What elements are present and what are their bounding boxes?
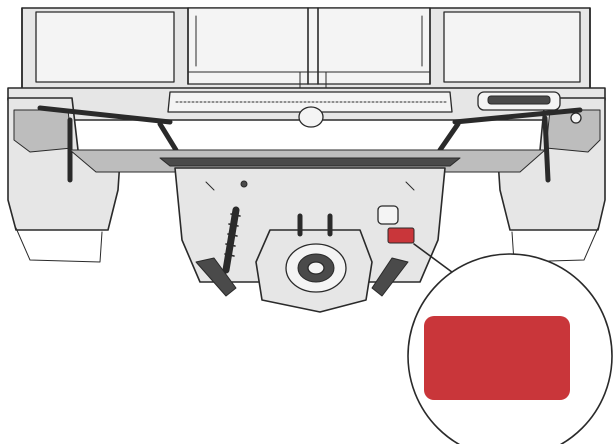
right-arrow-marker [371,257,409,297]
left-arrow-marker [195,257,237,297]
suspension [195,205,409,297]
rear-underbody-panel [174,167,446,283]
highlight-marker-enlarged [424,316,570,400]
vehicle-body [7,7,613,444]
rear-differential [255,213,373,313]
rear-bumper [7,87,606,231]
tailgate [21,7,591,91]
bolt-right [570,112,582,124]
tow-hitch-cap [298,106,324,128]
underbody [15,149,599,283]
highlight-marker-small [387,227,415,244]
